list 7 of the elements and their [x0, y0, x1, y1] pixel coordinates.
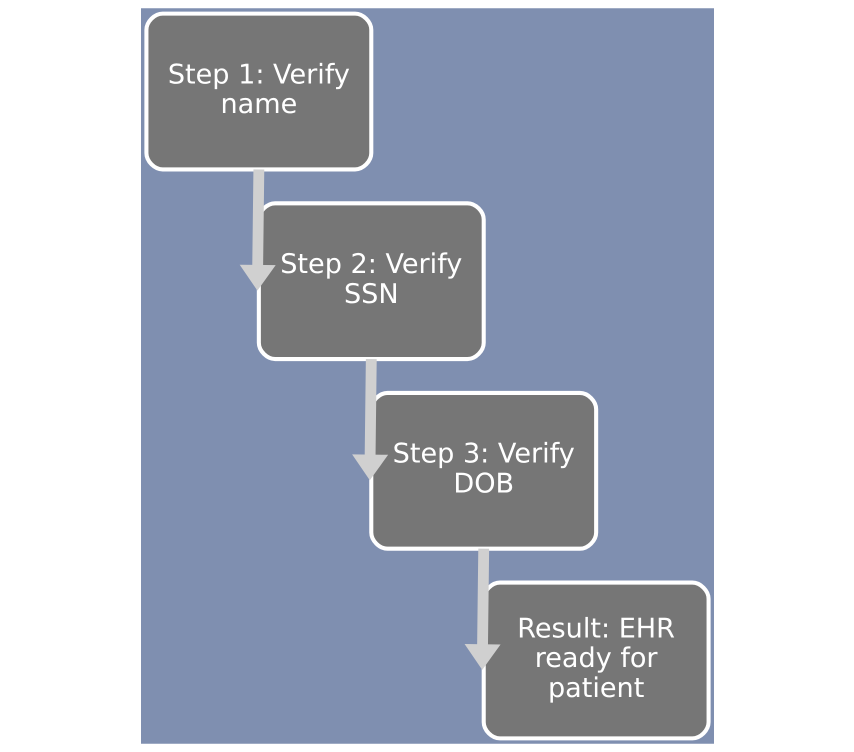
- node-box: Step 3: Verify DOB: [368, 390, 598, 551]
- arrow: [464, 548, 500, 670]
- node-box: Step 1: Verify name: [144, 12, 373, 172]
- node-box: Step 2: Verify SSN: [256, 201, 486, 362]
- arrow: [239, 169, 276, 291]
- arrow: [352, 359, 388, 480]
- node-box: Result: EHR ready for patient: [481, 580, 710, 740]
